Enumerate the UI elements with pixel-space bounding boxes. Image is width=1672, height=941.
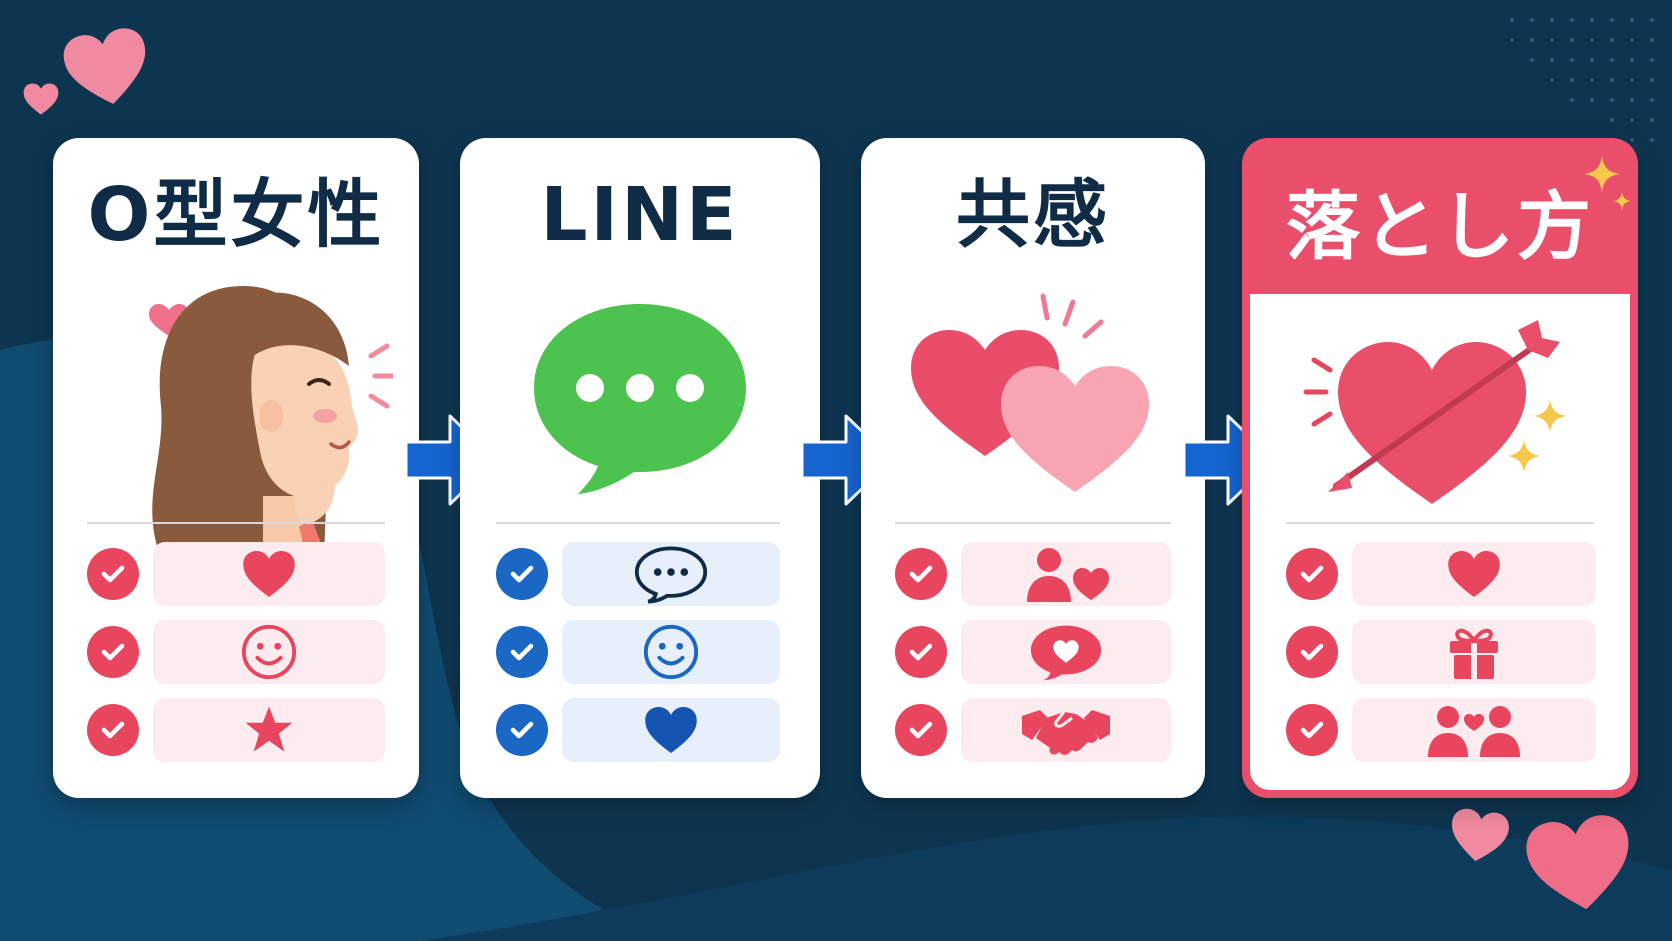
card-o-type-woman: O型女性 xyxy=(53,138,419,798)
heart-message-icon xyxy=(1030,625,1102,681)
heart-with-arrow-illustration xyxy=(1303,320,1566,504)
list-item xyxy=(496,542,780,606)
decorative-heart-icon xyxy=(1452,808,1509,862)
item-pill xyxy=(562,542,780,606)
item-pill xyxy=(562,620,780,684)
decorative-heart-icon xyxy=(63,28,146,104)
card-title: O型女性 xyxy=(87,172,385,258)
checkmark-icon xyxy=(895,704,947,756)
decorative-heart-icon xyxy=(23,83,59,115)
card-empathy: 共感 xyxy=(861,138,1205,798)
list-item xyxy=(1286,542,1596,606)
list-item xyxy=(496,698,780,762)
two-hearts-illustration xyxy=(911,293,1149,492)
checkmark-icon xyxy=(895,548,947,600)
heart-icon xyxy=(1448,551,1500,597)
smile-icon xyxy=(643,624,699,680)
item-pill xyxy=(1352,620,1596,684)
list-item xyxy=(496,620,780,684)
divider xyxy=(895,522,1171,524)
divider xyxy=(87,522,385,524)
divider xyxy=(1286,522,1594,524)
checkmark-icon xyxy=(895,626,947,678)
gift-icon xyxy=(1450,628,1498,679)
list-item xyxy=(895,542,1171,606)
checkmark-icon xyxy=(87,626,139,678)
checkmark-icon xyxy=(496,548,548,600)
checkmark-icon xyxy=(87,548,139,600)
star-icon xyxy=(245,706,293,752)
line-chat-bubble-illustration xyxy=(534,304,746,494)
list-item xyxy=(895,620,1171,684)
item-pill xyxy=(153,542,385,606)
card-title: 落とし方 xyxy=(1286,184,1594,270)
heart-icon xyxy=(243,551,295,597)
list-item xyxy=(1286,620,1596,684)
couple-heart-icon xyxy=(1428,706,1520,757)
list-item xyxy=(1286,698,1596,762)
sparkle-icon xyxy=(1584,156,1631,210)
item-pill xyxy=(961,542,1171,606)
person-heart-icon xyxy=(1027,548,1109,602)
decorative-heart-icon xyxy=(1526,815,1629,910)
handshake-icon xyxy=(1022,710,1110,755)
list-item xyxy=(87,698,385,762)
divider xyxy=(496,522,780,524)
card-line: LINE xyxy=(460,138,820,798)
item-pill xyxy=(562,698,780,762)
item-pill xyxy=(153,698,385,762)
chat-bubble-icon xyxy=(634,546,708,604)
item-pill xyxy=(1352,542,1596,606)
card-title: 共感 xyxy=(956,172,1110,258)
item-pill xyxy=(961,620,1171,684)
item-pill xyxy=(153,620,385,684)
list-item xyxy=(895,698,1171,762)
item-pill xyxy=(961,698,1171,762)
card-how-to-win: 落とし方 xyxy=(1242,138,1638,798)
list-item xyxy=(87,620,385,684)
checkmark-icon xyxy=(496,626,548,678)
dot-pattern xyxy=(1510,18,1654,142)
list-item xyxy=(87,542,385,606)
checkmark-icon xyxy=(496,704,548,756)
checkmark-icon xyxy=(1286,626,1338,678)
checkmark-icon xyxy=(1286,548,1338,600)
item-pill xyxy=(1352,698,1596,762)
heart-icon xyxy=(645,707,697,753)
smile-icon xyxy=(241,624,297,680)
woman-thinking-illustration xyxy=(149,286,393,606)
checkmark-icon xyxy=(87,704,139,756)
checkmark-icon xyxy=(1286,704,1338,756)
card-title: LINE xyxy=(540,172,740,258)
